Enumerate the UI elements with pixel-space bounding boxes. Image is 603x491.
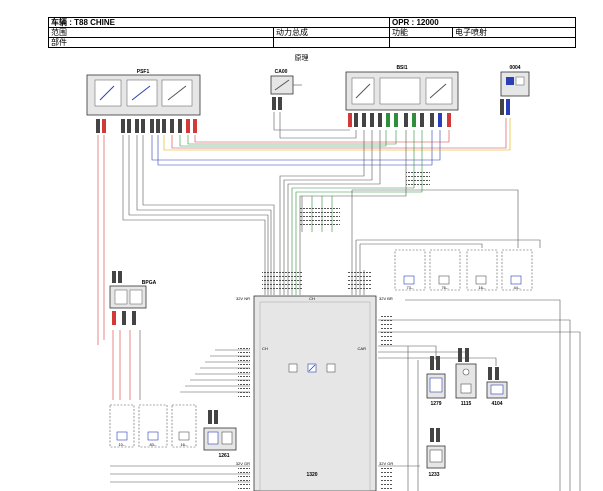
ecu-ch-top: CH	[309, 296, 315, 301]
c4104-component: 4104	[486, 367, 508, 407]
c0004-module: 0004	[500, 65, 530, 97]
b83-label: 83--	[149, 442, 157, 447]
g73-block: 73--	[394, 249, 426, 291]
bsi1-module: BSI1	[345, 65, 459, 111]
part-empty	[389, 37, 576, 48]
g76-label: 76--	[441, 285, 449, 290]
ecu-car-right: CAR	[358, 346, 367, 351]
ecu-pin-tl: 32V NR	[236, 296, 250, 301]
ecu-pin-br: 32V GR	[379, 461, 393, 466]
c1279-label: 1279	[430, 401, 441, 407]
ecu-ch-left: CH	[262, 346, 268, 351]
ecu-pin-bl: 32V GR	[236, 461, 250, 466]
g44-label: 44--	[513, 285, 521, 290]
psf1-label: PSF1	[137, 69, 150, 75]
c1261-component: 1261	[203, 410, 237, 459]
bpga-module: BPGA	[109, 271, 157, 325]
ecu-pin-tr: 32V BR	[379, 296, 393, 301]
ca00-label: CA00	[275, 69, 288, 75]
b16-label: 16--	[180, 442, 188, 447]
c1115-component: 1115	[455, 348, 477, 407]
ecu-label: 1320	[306, 472, 317, 478]
b10-label: 10--	[118, 442, 126, 447]
c1279-component: 1279	[426, 356, 446, 407]
g16-label: 16--	[478, 285, 486, 290]
c1261-label: 1261	[218, 453, 229, 459]
g73-label: 73--	[406, 285, 414, 290]
c1233-component: 1233	[426, 428, 446, 478]
g16-block: 16--	[466, 249, 498, 291]
g44-block: 44--	[501, 249, 533, 291]
c1115-label: 1115	[461, 401, 472, 407]
psf1-module: PSF1	[86, 69, 201, 116]
g76-block: 76--	[429, 249, 461, 291]
title-block: 车辆 : T88 CHINE OPR : 12000 范围 动力总成 功能 电子…	[48, 17, 576, 48]
ca00-switch: CA00	[270, 69, 302, 95]
b83-block: 83--	[138, 404, 168, 448]
b16-block: 16--	[171, 404, 197, 448]
bpga-label: BPGA	[142, 280, 157, 286]
b10-block: 10--	[109, 404, 135, 448]
c0004-label: 0004	[509, 65, 520, 71]
section-title: 原理	[294, 55, 309, 62]
bsi1-label: BSI1	[396, 65, 407, 71]
c1233-label: 1233	[428, 472, 439, 478]
c4104-label: 4104	[491, 401, 502, 407]
ecu-1320: 1320 CH CH CAR 32V NR 32V BR 32V GR 32V …	[236, 295, 393, 491]
